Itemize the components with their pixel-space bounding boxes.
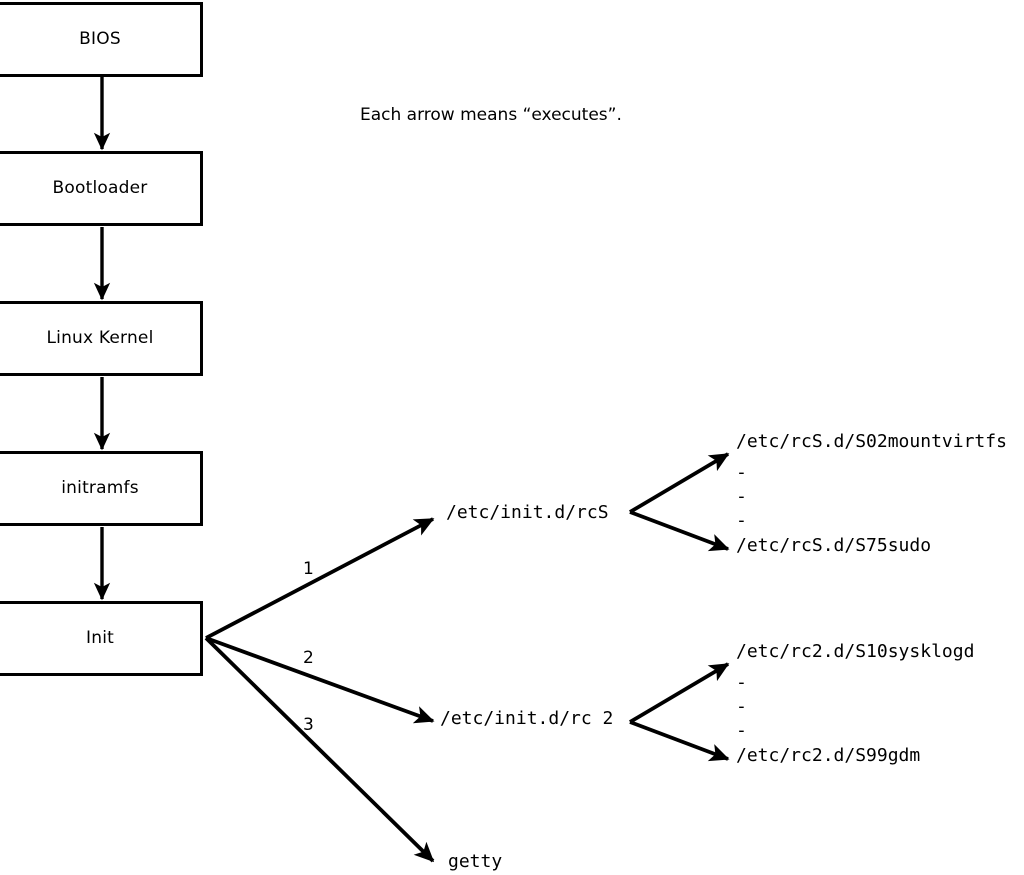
node-init-label: Init (86, 628, 114, 648)
node-getty: getty (448, 851, 503, 872)
script-rcs-ellipsis-1: - (736, 462, 747, 483)
arrow-rc2-to-first-script (629, 662, 730, 724)
script-rc2-last: /etc/rc2.d/S99gdm (736, 745, 921, 766)
script-rcs-ellipsis-3: - (736, 510, 747, 531)
arrow-init-to-rc2 (205, 636, 435, 724)
script-rcs-first: /etc/rcS.d/S02mountvirtfs (736, 431, 1007, 452)
script-rc2-ellipsis-2: - (736, 696, 747, 717)
script-rcs-ellipsis-2: - (736, 486, 747, 507)
legend-note: Each arrow means “executes”. (360, 105, 622, 125)
script-rcs-last: /etc/rcS.d/S75sudo (736, 535, 932, 556)
arrow-rc2-to-last-script (629, 720, 730, 762)
script-rc2-ellipsis-1: - (736, 672, 747, 693)
node-linux-kernel: Linux Kernel (0, 301, 203, 376)
script-rc2-ellipsis-3: - (736, 720, 747, 741)
arrow-init-to-rcs (205, 517, 435, 640)
node-bios-label: BIOS (79, 29, 121, 49)
arrow-rcs-to-first-script (629, 452, 730, 514)
node-initramfs: initramfs (0, 451, 203, 526)
node-bootloader: Bootloader (0, 151, 203, 226)
script-rc2-first: /etc/rc2.d/S10sysklogd (736, 641, 975, 662)
node-rcs-script: /etc/init.d/rcS (446, 502, 609, 523)
node-bios: BIOS (0, 2, 203, 77)
edge-number-1: 1 (303, 559, 314, 579)
node-initramfs-label: initramfs (61, 478, 139, 498)
arrow-rcs-to-last-script (629, 510, 730, 552)
node-bootloader-label: Bootloader (52, 178, 148, 198)
node-init: Init (0, 601, 203, 676)
edge-number-2: 2 (303, 648, 314, 668)
node-rc2-script: /etc/init.d/rc 2 (440, 708, 614, 729)
node-linux-kernel-label: Linux Kernel (46, 328, 154, 348)
edge-number-3: 3 (303, 715, 314, 735)
arrow-init-to-getty (204, 636, 435, 863)
